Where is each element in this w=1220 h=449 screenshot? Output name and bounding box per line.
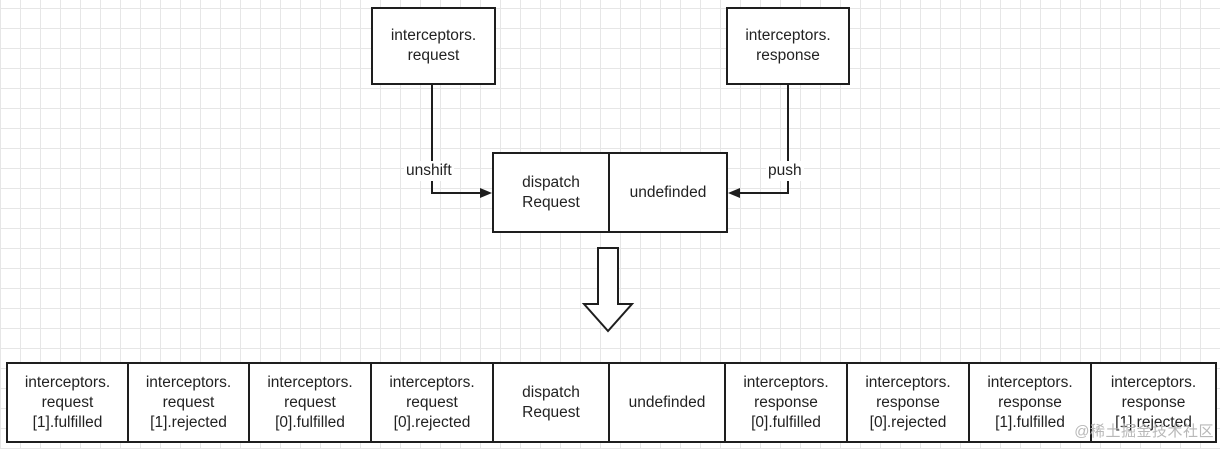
interceptors-response-box: interceptors. response	[726, 7, 850, 85]
chain-cell-request-0-fulfilled: interceptors. request [0].fulfilled	[250, 364, 372, 441]
chain-cell-response-0-rejected: interceptors. response [0].rejected	[848, 364, 970, 441]
chain-cell-dispatch-request: dispatch Request	[494, 364, 610, 441]
push-connector	[736, 84, 789, 194]
push-label: push	[766, 161, 804, 181]
chain-cell-response-0-fulfilled: interceptors. response [0].fulfilled	[726, 364, 848, 441]
dispatch-box: dispatch Request undefinded	[492, 152, 728, 233]
chain-row: interceptors. request [1].fulfilled inte…	[6, 362, 1217, 443]
chain-cell-request-1-rejected: interceptors. request [1].rejected	[129, 364, 250, 441]
unshift-connector	[431, 84, 484, 194]
unshift-label: unshift	[404, 161, 454, 181]
unshift-arrowhead	[480, 188, 492, 198]
interceptors-request-box: interceptors. request	[371, 7, 496, 85]
dispatch-request-cell: dispatch Request	[494, 154, 610, 231]
chain-cell-undefinded: undefinded	[610, 364, 726, 441]
big-down-arrow	[581, 247, 635, 333]
chain-cell-response-1-rejected: interceptors. response [1].rejected	[1110, 373, 1197, 431]
undefinded-cell: undefinded	[629, 183, 707, 201]
chain-cell-response-1-fulfilled: interceptors. response [1].fulfilled	[970, 364, 1092, 441]
push-arrowhead	[728, 188, 740, 198]
chain-cell-request-0-rejected: interceptors. request [0].rejected	[372, 364, 494, 441]
watermark: @稀土掘金技术社区	[1074, 423, 1214, 440]
chain-cell-request-1-fulfilled: interceptors. request [1].fulfilled	[8, 364, 129, 441]
